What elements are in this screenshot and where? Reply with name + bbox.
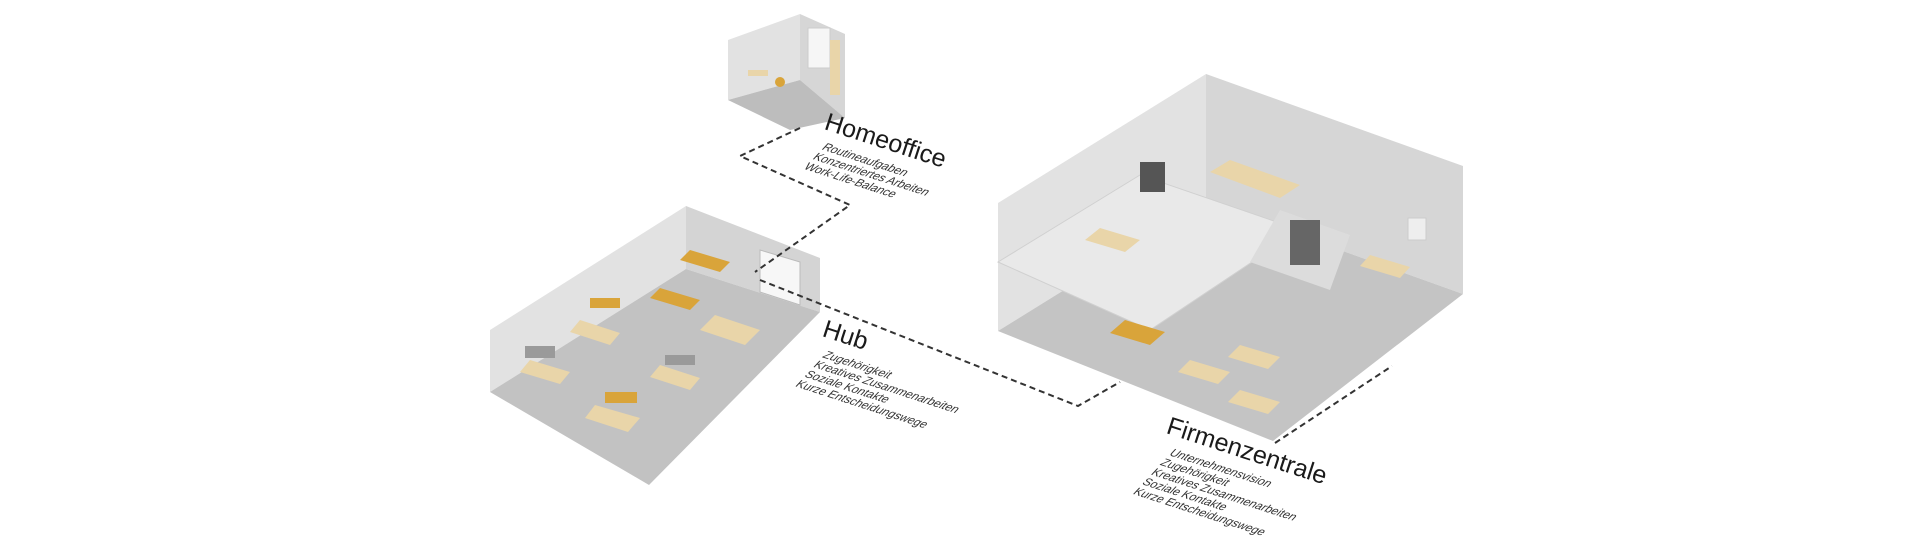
homeoffice-room xyxy=(728,14,845,130)
hub-room xyxy=(490,206,820,485)
firmenzentrale-building xyxy=(996,74,1463,441)
firmenzentrale-connector xyxy=(1274,365,1393,444)
homeoffice-connector xyxy=(737,127,853,273)
hub-connector xyxy=(759,279,1121,408)
connector-lines xyxy=(737,127,1393,444)
